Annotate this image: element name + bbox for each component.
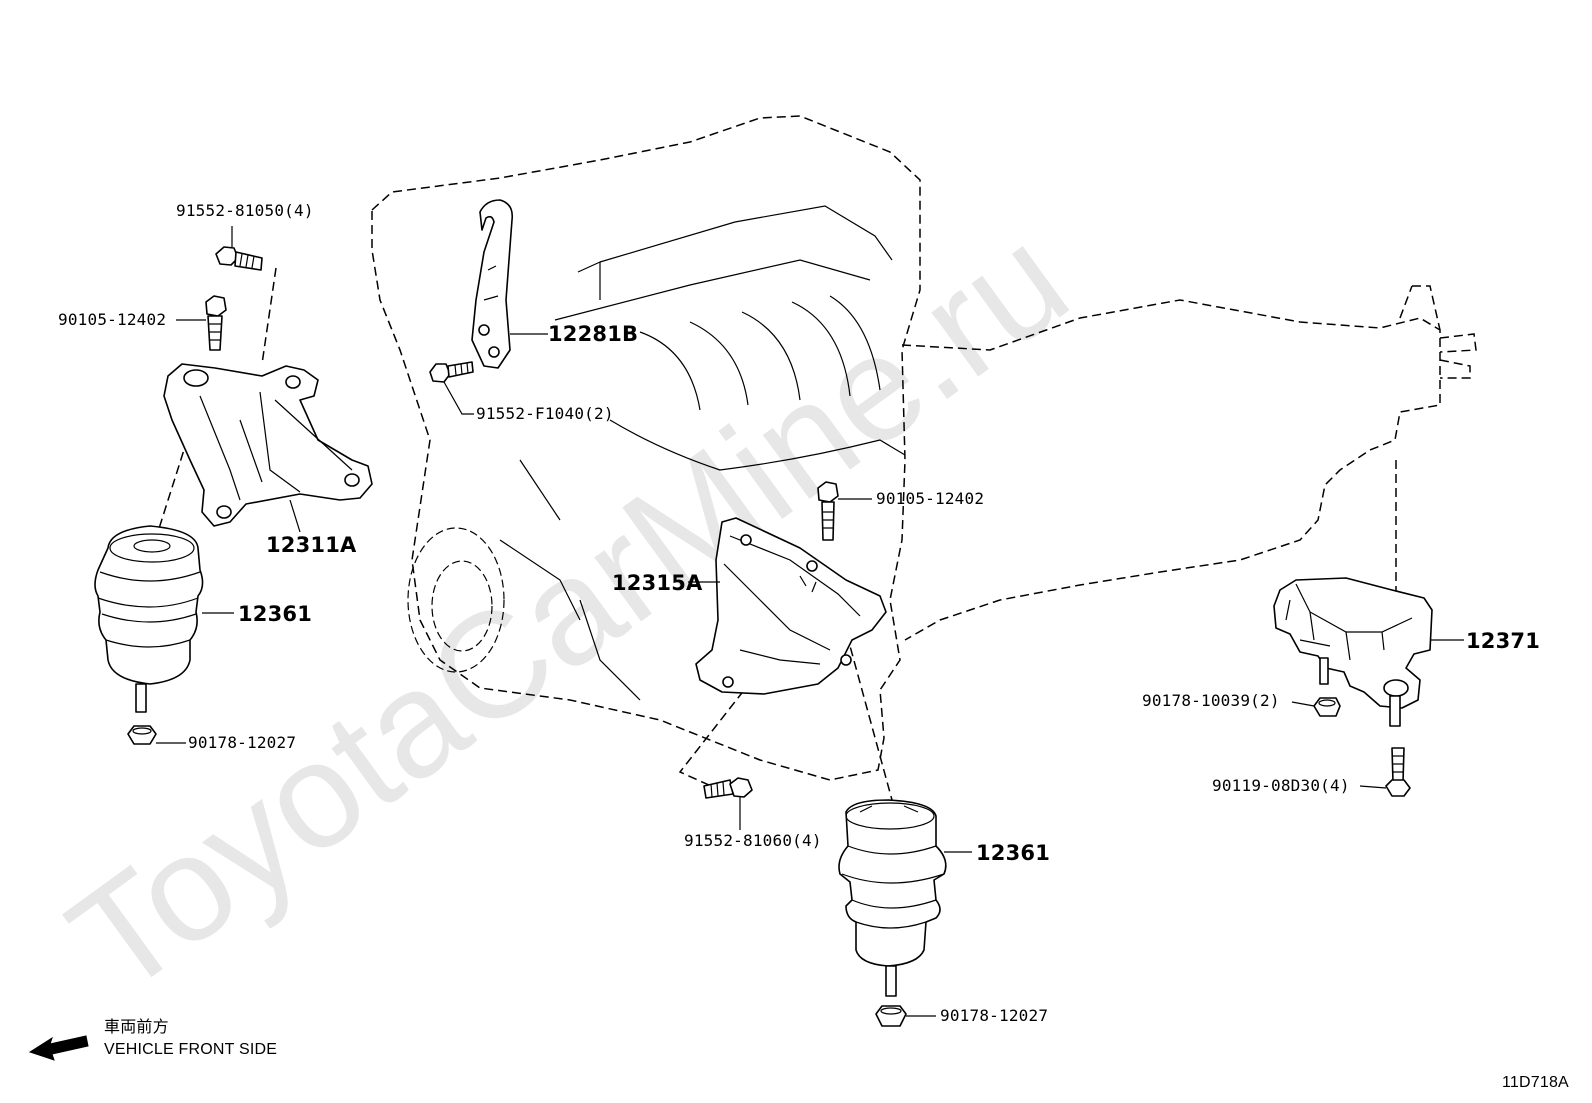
nut-90178-12027-left-icon <box>127 725 157 745</box>
label-12361-center[interactable]: 12361 <box>976 841 1050 865</box>
transmission-outline <box>901 285 1477 641</box>
part-labels: 91552-81050(4) 90105-12402 12311A 12361 … <box>58 201 1540 1025</box>
label-12315A[interactable]: 12315A <box>612 571 703 595</box>
label-91552-F1040[interactable]: 91552-F1040(2) <box>476 404 614 423</box>
label-12361-left[interactable]: 12361 <box>238 602 312 626</box>
engine-mount-insulator-12361-center-icon <box>838 799 947 997</box>
label-90178-12027-center[interactable]: 90178-12027 <box>940 1006 1048 1025</box>
bolt-91552-81050-icon <box>215 246 263 271</box>
label-90105-12402-center[interactable]: 90105-12402 <box>876 489 984 508</box>
bracket-12311A-icon <box>163 363 373 527</box>
label-90105-12402-left[interactable]: 90105-12402 <box>58 310 166 329</box>
label-12311A[interactable]: 12311A <box>266 533 357 557</box>
bolt-90119-08D30-icon <box>1385 747 1411 797</box>
label-91552-81060[interactable]: 91552-81060(4) <box>684 831 822 850</box>
bracket-12315A-icon <box>695 517 887 695</box>
label-90178-12027-left[interactable]: 90178-12027 <box>188 733 296 752</box>
bolt-91552-F1040-icon <box>429 361 474 383</box>
arrow-left-icon <box>28 1035 89 1061</box>
label-12371[interactable]: 12371 <box>1466 629 1540 653</box>
vehicle-front-indicator: 車両前方 VEHICLE FRONT SIDE <box>28 1018 277 1061</box>
nut-90178-12027-center-icon <box>875 1005 907 1027</box>
label-91552-81050[interactable]: 91552-81050(4) <box>176 201 314 220</box>
label-90119-08D30[interactable]: 90119-08D30(4) <box>1212 776 1350 795</box>
direction-japanese: 車両前方 <box>104 1018 169 1036</box>
engine-mount-insulator-12361-left-icon <box>94 525 204 713</box>
bolt-90105-12402-center-icon <box>817 481 839 541</box>
bracket-12281B-icon <box>471 199 514 369</box>
transmission-mount-insulator-12371-icon <box>1273 577 1433 727</box>
bolt-91552-81060-icon <box>703 777 753 799</box>
direction-english: VEHICLE FRONT SIDE <box>104 1041 277 1058</box>
label-90178-10039[interactable]: 90178-10039(2) <box>1142 691 1280 710</box>
watermark: ToyotaCarMine.ru <box>40 194 1096 1026</box>
diagram-code: 11D718A <box>1502 1074 1569 1091</box>
bolt-90105-12402-left-icon <box>205 295 227 351</box>
leader-lines <box>156 226 1464 1017</box>
engine-outline <box>371 115 921 781</box>
nut-90178-10039-icon <box>1313 697 1341 717</box>
label-12281B[interactable]: 12281B <box>548 322 638 346</box>
